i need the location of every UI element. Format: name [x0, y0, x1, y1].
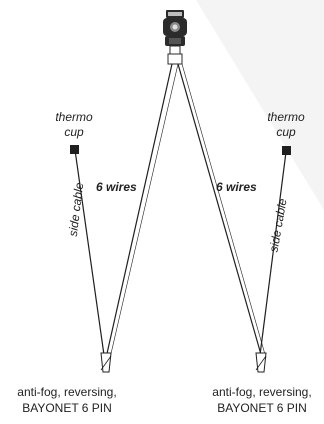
connector-right-caption-line1: anti-fog, reversing,: [212, 385, 311, 399]
main-wire-left: [105, 63, 173, 359]
connector-left-caption-line2: BAYONET 6 PIN: [22, 401, 112, 415]
wires-right-label: 6 wires: [216, 180, 257, 194]
side-cable-left-line: [74, 149, 105, 356]
connector-left-caption-line1: anti-fog, reversing,: [17, 385, 116, 399]
side-cable-right-label: side cable: [266, 197, 289, 253]
main-wire-right: [177, 63, 263, 359]
thermo-cup-right-line1: thermo: [267, 110, 305, 124]
side-cable-right-line: [259, 151, 287, 356]
main-wire-right-2: [181, 63, 267, 359]
thermo-cup-left-square: [70, 145, 79, 154]
background-shade: [196, 0, 324, 210]
thermo-cup-left-line1: thermo: [55, 110, 93, 124]
thermo-cup-right-line2: cup: [276, 125, 296, 139]
main-wire-left-2: [109, 63, 179, 359]
connector-right-detail: [255, 355, 267, 371]
thermo-cup-right-square: [282, 146, 291, 155]
wires-left-label: 6 wires: [96, 180, 137, 194]
device-plug-icon: [163, 10, 187, 65]
thermo-cup-left-line2: cup: [64, 125, 84, 139]
connector-left-detail: [100, 355, 112, 371]
side-cable-left-label: side cable: [66, 182, 87, 238]
connector-right-caption-line2: BAYONET 6 PIN: [217, 401, 307, 415]
